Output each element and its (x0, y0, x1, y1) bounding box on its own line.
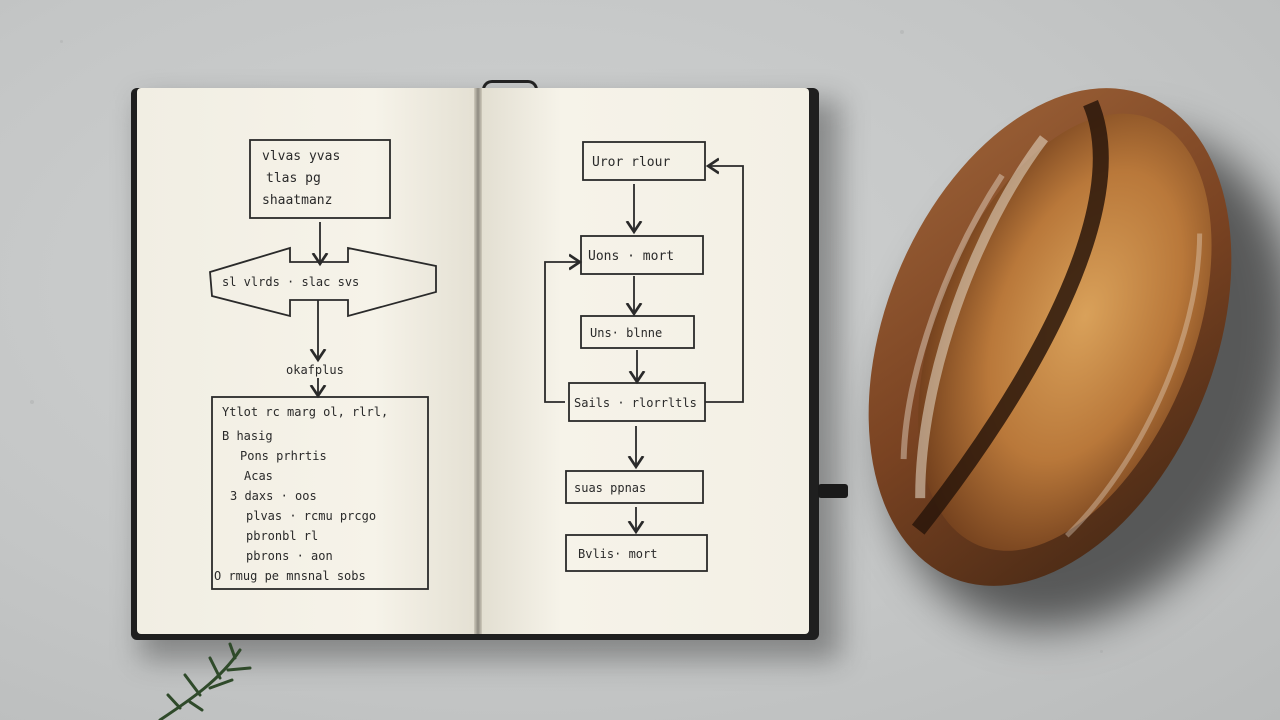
list-line: B hasig (222, 429, 273, 443)
surface-speck (900, 30, 904, 34)
surface-speck (30, 400, 34, 404)
list-line: 3 daxs · oos (230, 489, 317, 503)
note-line: shaatmanz (262, 193, 332, 208)
note-line: vlvas yvas (262, 149, 340, 164)
list-line: Ytlot rc marg ol, rlrl, (222, 405, 388, 419)
left-top-box (249, 139, 391, 219)
sourdough-loaf (868, 88, 1232, 586)
flow-step-label: Bvlis· mort (578, 547, 657, 561)
elastic-closure (818, 484, 848, 498)
left-page (137, 88, 477, 634)
rosemary-sprig (158, 642, 252, 720)
list-line: plvas · rcmu prcgo (246, 509, 376, 523)
list-line: Acas (244, 469, 273, 483)
flow-step-label: suas ppnas (574, 481, 646, 495)
left-decision-shape (209, 246, 437, 318)
surface-speck (60, 40, 63, 43)
surface-speck (1100, 650, 1103, 653)
list-line: Pons prhrtis (240, 449, 327, 463)
notebook-spine (474, 88, 482, 634)
list-line: O rmug pe mnsnal sobs (214, 569, 366, 583)
right-page (479, 88, 809, 634)
flow-step-label: Uror rlour (592, 155, 670, 170)
flow-step-label: Sails · rlorrltls (574, 396, 697, 410)
note-line: tlas pg (266, 171, 321, 186)
left-list-box (211, 396, 429, 590)
decision-label: sl vlrds · slac svs (222, 275, 359, 289)
bookmark-band (482, 80, 538, 93)
list-line: pbronbl rl (246, 529, 318, 543)
note-caption: okafplus (286, 363, 344, 377)
flow-step-label: Uons · mort (588, 249, 674, 264)
list-line: pbrons · aon (246, 549, 333, 563)
flow-step-label: Uns· blnne (590, 326, 662, 340)
